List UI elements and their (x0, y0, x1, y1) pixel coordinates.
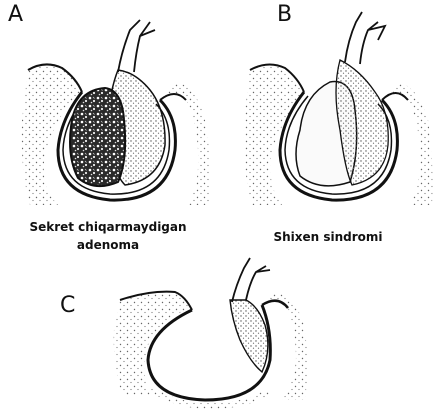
panel-a-drawing (22, 20, 211, 205)
panel-c-stalk (232, 258, 270, 302)
panel-b-drawing (244, 12, 433, 205)
panel-b-bone-left (244, 64, 304, 205)
panel-c-gland-remnant (230, 300, 268, 372)
panel-c-drawing (114, 258, 308, 406)
panel-b-stalk (345, 12, 385, 64)
panel-a-adenoma (70, 88, 125, 186)
panel-a-stalk (118, 20, 155, 72)
